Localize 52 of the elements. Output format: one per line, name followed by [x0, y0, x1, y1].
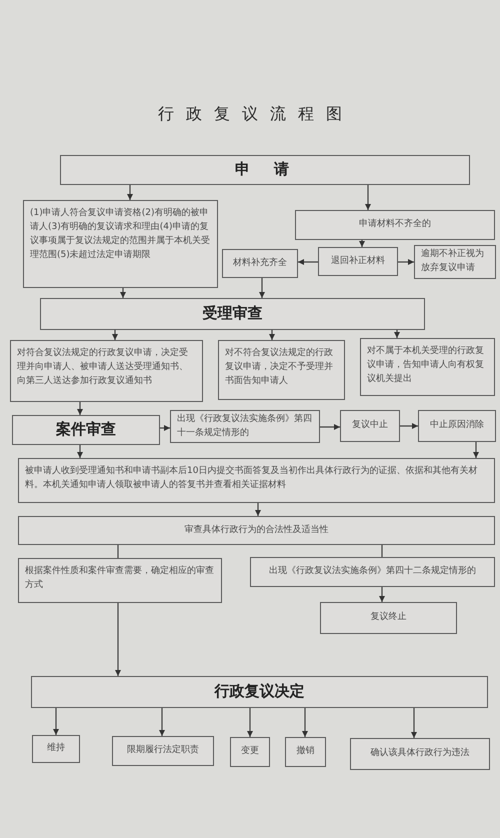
arrow: [247, 708, 253, 737]
arrow: [77, 402, 83, 415]
process-box: (1)申请人符合复议申请资格(2)有明确的被申请人(3)有明确的复议请求和理由(4)申请的复议事项属于复议法规定的范围并属于本机关受理范围(5)未超过法定申请期限: [23, 200, 218, 288]
arrow: [473, 442, 479, 458]
process-box: 出现《行政复议法实施条例》第四十一条规定情形的: [170, 410, 320, 443]
process-box: 审查具体行政行为的合法性及适当性: [18, 516, 495, 545]
process-box: 对不符合复议法规定的行政复议申请，决定不予受理并书面告知申请人: [218, 340, 345, 400]
arrow: [77, 445, 83, 458]
process-box: 变更: [230, 737, 270, 767]
process-box: 出现《行政复议法实施条例》第四十二条规定情形的: [250, 557, 495, 587]
process-box: 根据案件性质和案件审查需要，确定相应的审查方式: [18, 558, 222, 603]
stage-box: 申请: [60, 155, 470, 185]
process-box: 对符合复议法规定的行政复议申请，决定受理并向申请人、被申请人送达受理通知书、向第三人送达参加行政复议通知书: [10, 340, 203, 402]
arrow: [365, 185, 371, 210]
process-box: 确认该具体行政行为违法: [350, 738, 490, 770]
arrow: [159, 708, 165, 736]
arrow: [127, 185, 133, 200]
process-box: 被申请人收到受理通知书和申请书副本后10日内提交书面答复及当初作出具体行政行为的证据、依据和其他有关材料。本机关通知申请人领取被申请人的答复书并查看相关证据材料: [18, 458, 495, 503]
arrow: [398, 259, 414, 265]
process-box: 中止原因消除: [418, 410, 496, 442]
arrow: [359, 240, 365, 247]
title: 行政复议流程图: [157, 104, 354, 123]
process-box: 撤销: [285, 737, 326, 767]
arrow: [298, 259, 318, 265]
process-box: 申请材料不齐全的: [295, 210, 495, 240]
process-box: 对不属于本机关受理的行政复议申请，告知申请人向有权复议机关提出: [360, 338, 495, 396]
arrow: [320, 424, 340, 430]
stage-box: 行政复议决定: [31, 676, 488, 708]
arrow: [160, 425, 170, 431]
process-box: 退回补正材料: [318, 247, 398, 276]
process-box: 逾期不补正视为放弃复议申请: [414, 245, 496, 279]
arrow: [53, 708, 59, 735]
connector-line: [381, 545, 383, 557]
arrow: [302, 708, 308, 737]
stage-box: 案件审查: [12, 415, 160, 445]
arrow: [112, 330, 118, 340]
arrow: [255, 503, 261, 516]
process-box: 复议中止: [340, 410, 400, 442]
connector-line: [117, 545, 119, 558]
process-box: 材料补充齐全: [222, 249, 298, 278]
arrow: [115, 603, 121, 676]
arrow: [269, 330, 275, 340]
stage-box: 受理审查: [40, 298, 425, 330]
arrow: [259, 278, 265, 298]
arrow: [379, 587, 385, 602]
process-box: 限期履行法定职责: [112, 736, 214, 766]
process-box: 复议终止: [320, 602, 457, 634]
arrow: [394, 330, 400, 338]
arrow: [120, 288, 126, 298]
arrow: [400, 423, 418, 429]
process-box: 维持: [32, 735, 80, 763]
arrow: [411, 708, 417, 738]
